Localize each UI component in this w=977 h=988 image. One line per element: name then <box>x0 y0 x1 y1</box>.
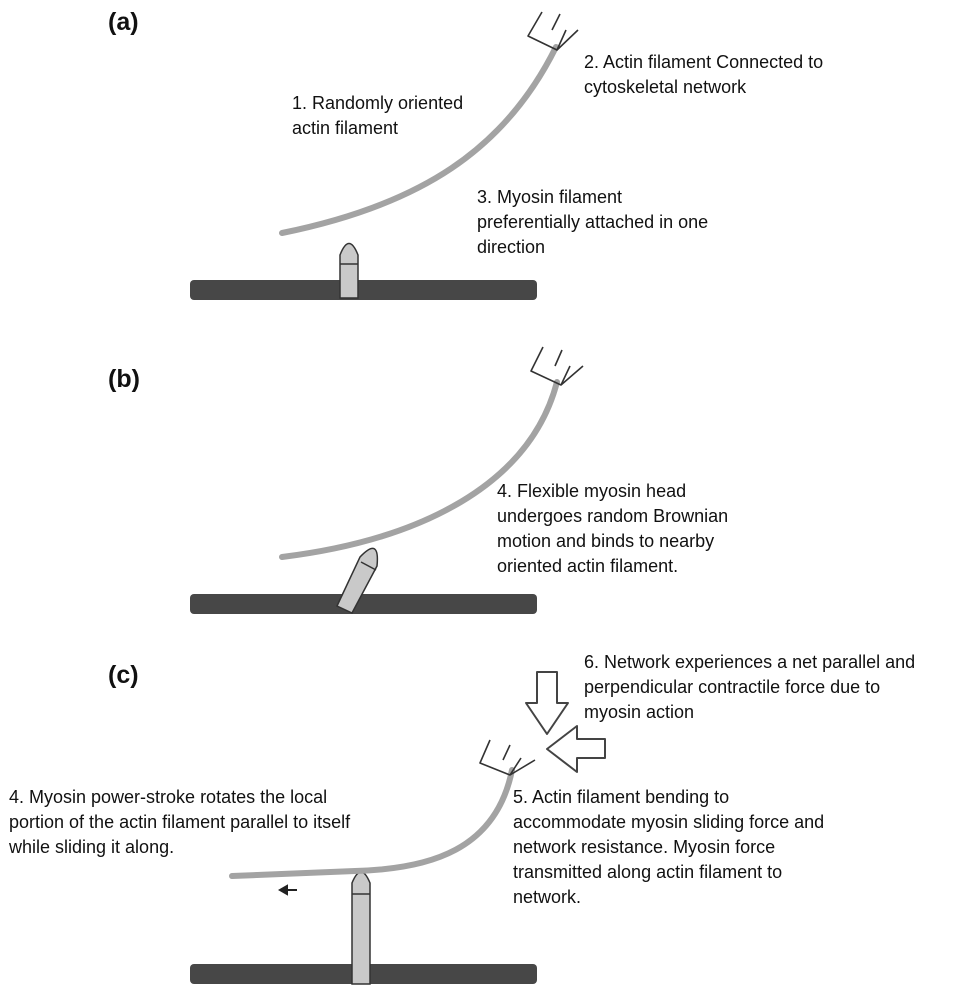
panel-b-label: (b) <box>108 365 140 393</box>
note-flexible-myosin-head: 4. Flexible myosin head undergoes random… <box>497 481 733 576</box>
panel-c-label: (c) <box>108 661 139 689</box>
force-arrow-left <box>546 725 606 773</box>
note-actin-bending: 5. Actin filament bending to accommodate… <box>513 787 829 907</box>
myosin-head-band <box>360 561 377 571</box>
note-actin-connected: 2. Actin filament Connected to cytoskele… <box>584 52 828 97</box>
note-myosin-attached: 3. Myosin filament preferentially attach… <box>477 187 713 257</box>
myosin-head <box>351 871 371 985</box>
myosin-base-bar <box>190 594 537 614</box>
network-anchor <box>527 11 579 51</box>
panel-c: (c) 6. Network experiences a net paralle… <box>8 652 920 985</box>
actin-filament <box>279 44 559 236</box>
actin-filament <box>279 379 560 560</box>
sliding-direction-arrow <box>277 884 297 896</box>
note-myosin-power-stroke: 4. Myosin power-stroke rotates the local… <box>8 787 355 857</box>
panel-a-label: (a) <box>108 8 139 36</box>
network-anchor <box>530 346 584 386</box>
actin-filament-bent <box>229 767 515 879</box>
note-network-force: 6. Network experiences a net parallel an… <box>584 652 920 722</box>
myosin-head <box>339 242 359 299</box>
note-randomly-oriented: 1. Randomly oriented actin filament <box>292 93 468 138</box>
network-anchor <box>479 739 536 776</box>
panel-a: (a) 1. Randomly oriented actin filament … <box>108 8 828 300</box>
panel-b: (b) 4. Flexible myosin head undergoes ra… <box>108 346 733 614</box>
force-arrow-down <box>525 671 569 735</box>
myosin-base-bar <box>190 280 537 300</box>
